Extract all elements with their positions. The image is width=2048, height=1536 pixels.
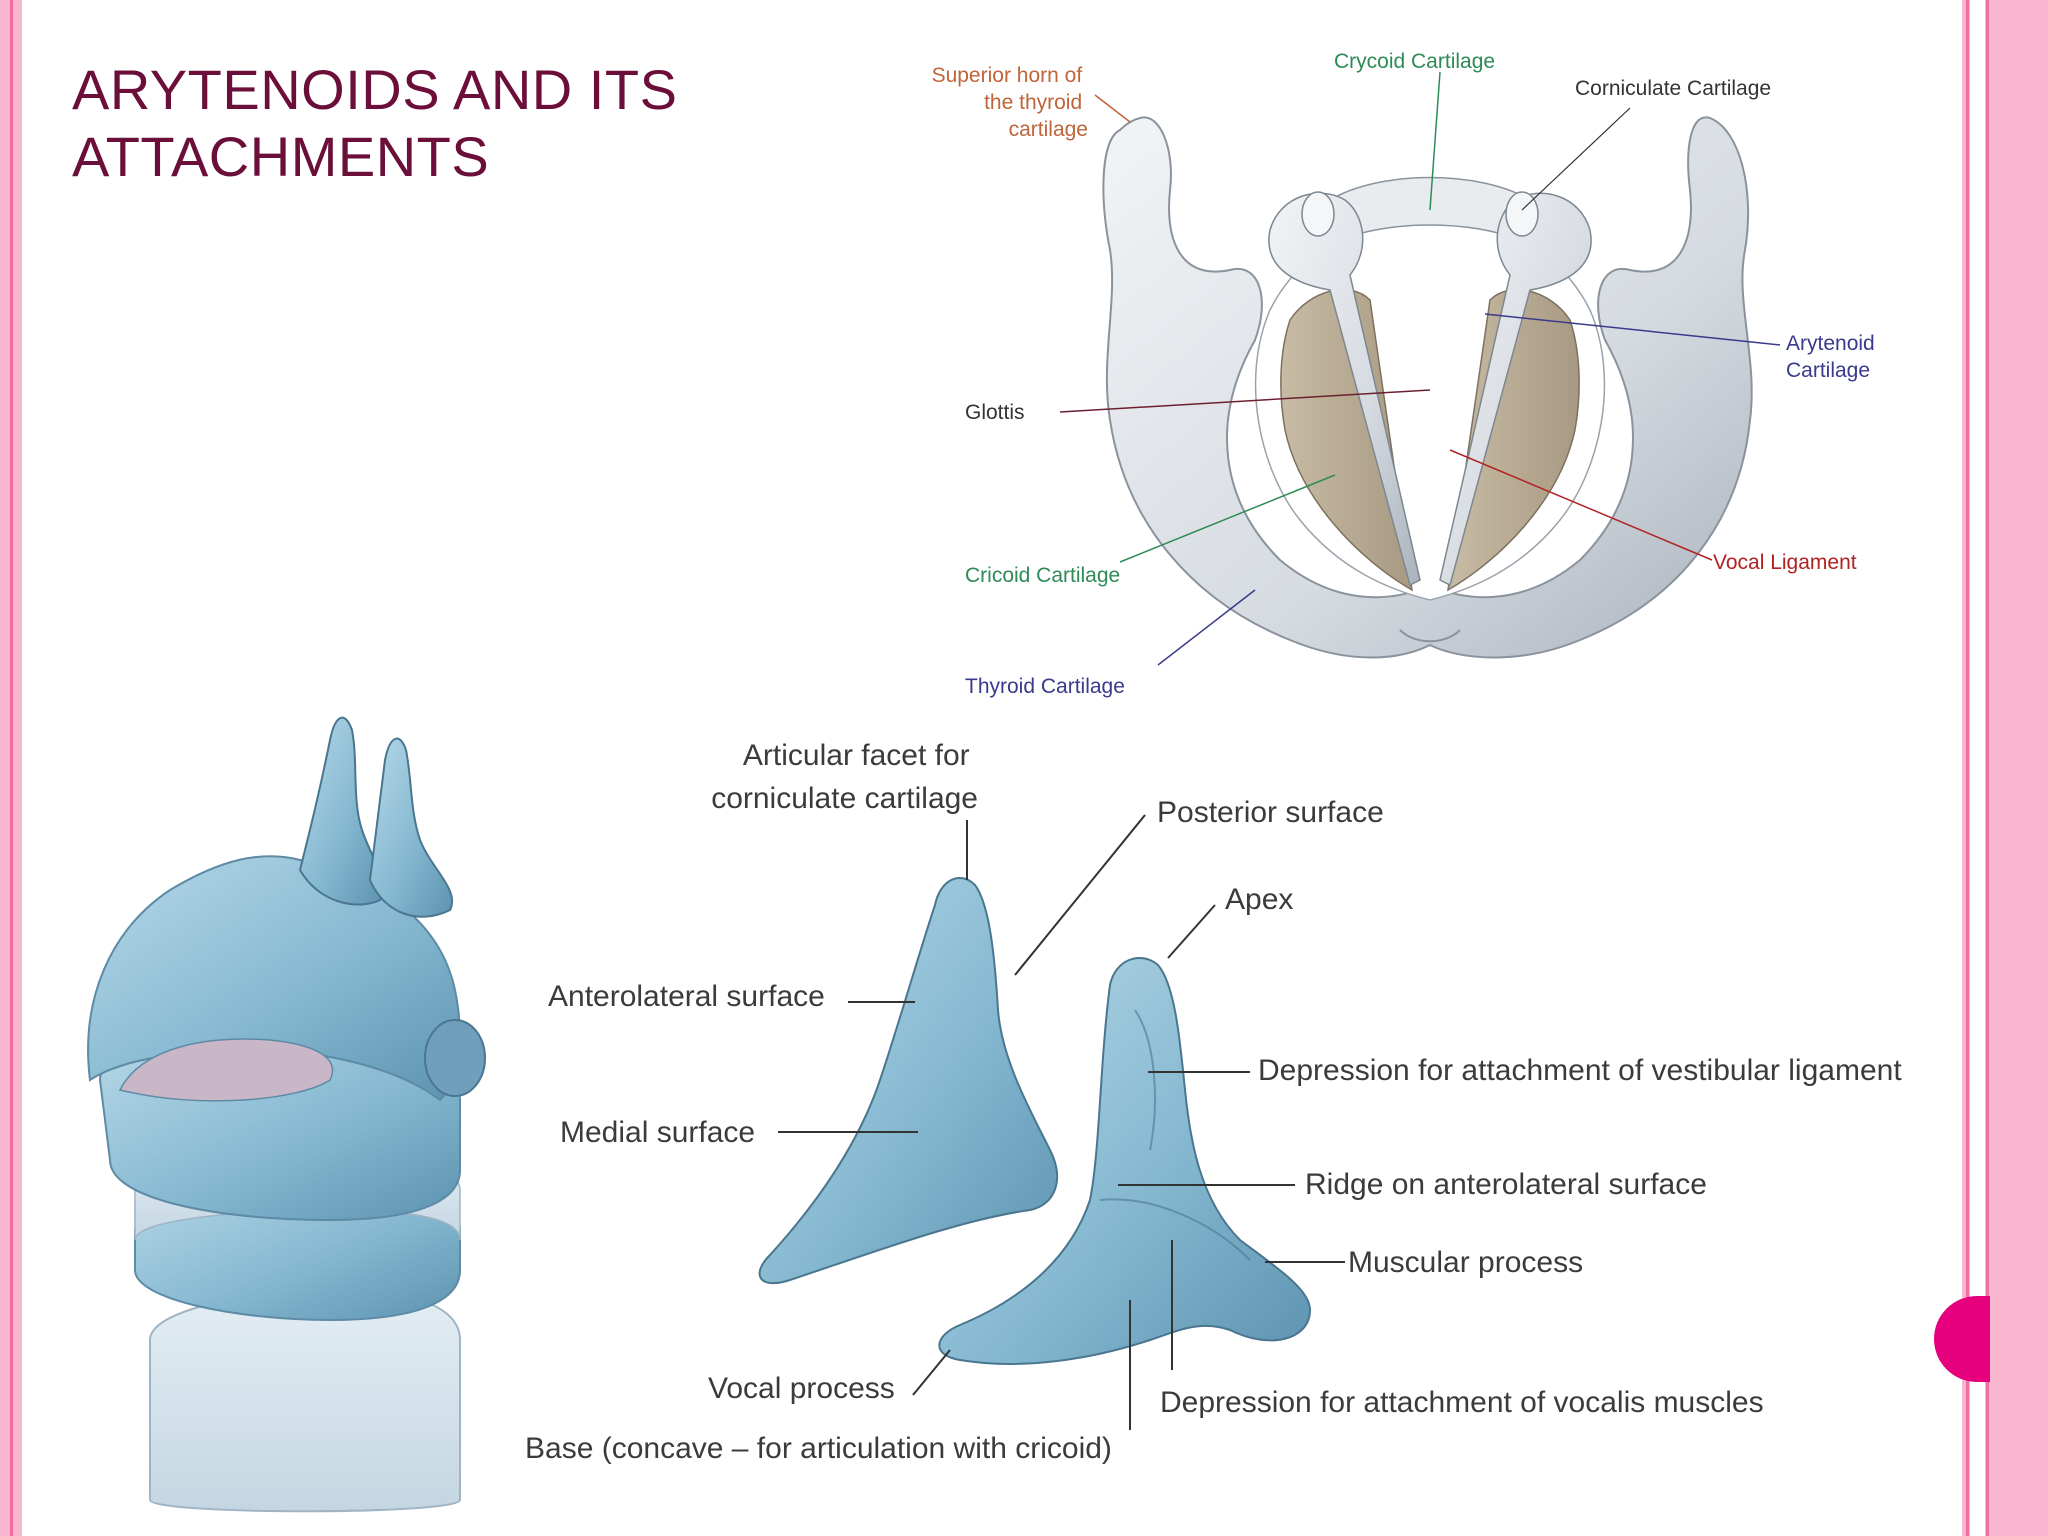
label-superior-horn-1: Superior horn of xyxy=(932,64,1083,87)
label-ridge: Ridge on anterolateral surface xyxy=(1305,1168,1707,1201)
svg-text:Articular facet for corn: Articular facet for corniculate cartilag… xyxy=(711,739,978,815)
leader-vocal-process xyxy=(912,1349,951,1396)
leader-arytenoid xyxy=(1484,313,1781,346)
frame-right-gap xyxy=(1970,0,1985,1536)
label-anterolateral-surface: Anterolateral surface xyxy=(548,980,825,1013)
arytenoid-3d-left xyxy=(298,716,384,906)
leader-apex xyxy=(1167,904,1216,959)
leader-glottis xyxy=(1059,389,1431,413)
label-superior-horn-3: cartilage xyxy=(1009,118,1088,141)
svg-text:Superior horn of the thy: Superior horn of the thyroid cartilage xyxy=(932,64,1088,141)
leader-crycoid xyxy=(1429,71,1441,211)
leader-superior-horn xyxy=(1094,94,1131,123)
label-posterior-surface: Posterior surface xyxy=(1157,796,1384,829)
cricoid-lumen xyxy=(118,1038,334,1102)
leader-posterior-surface xyxy=(1014,814,1146,976)
label-cricoid-cartilage: Cricoid Cartilage xyxy=(965,564,1120,587)
label-medial-surface: Medial surface xyxy=(560,1116,755,1149)
svg-text:Arytenoid Cartilage: Arytenoid Cartilage xyxy=(1786,332,1881,382)
thyroid-notch xyxy=(1399,629,1461,643)
leader-vocal-ligament xyxy=(1449,449,1713,561)
arytenoid-right-shape xyxy=(1439,192,1592,587)
label-arytenoid-1: Arytenoid xyxy=(1786,332,1875,355)
label-articular-facet-1: Articular facet for xyxy=(743,739,970,772)
arytenoid-views-illustration: Articular facet for corniculate cartilag… xyxy=(525,739,1902,1465)
cricoid-arytenoid-illustration xyxy=(87,716,486,1513)
trachea-ring-lower xyxy=(149,1288,461,1513)
label-arytenoid-2: Cartilage xyxy=(1786,359,1870,382)
thyroid-cartilage-shape xyxy=(1102,116,1753,659)
label-glottis: Glottis xyxy=(965,401,1025,424)
arytenoid-anterolateral-view xyxy=(938,956,1312,1365)
frame-right-line-outer xyxy=(1986,0,1989,1536)
leader-corniculate xyxy=(1521,107,1631,211)
slide-title-line1: ARYTENOIDS AND ITS xyxy=(72,58,678,121)
leader-thyroid xyxy=(1157,589,1256,666)
label-depression-vestibular: Depression for attachment of vestibular … xyxy=(1258,1054,1902,1087)
label-articular-facet-2: corniculate cartilage xyxy=(711,782,978,815)
label-base: Base (concave – for articulation with cr… xyxy=(525,1432,1112,1465)
slide-title: ARYTENOIDS AND ITS ATTACHMENTS xyxy=(72,56,792,190)
cricothyroid-facet xyxy=(424,1019,486,1097)
label-vocal-process: Vocal process xyxy=(708,1372,895,1405)
frame-right-line xyxy=(1966,0,1969,1536)
frame-left-line xyxy=(10,0,13,1536)
label-muscular-process: Muscular process xyxy=(1348,1246,1583,1279)
corniculate-left xyxy=(1301,191,1335,237)
leader-cricoid xyxy=(1119,474,1336,563)
larynx-illustration: Superior horn of the thyroid cartilage C… xyxy=(932,50,1881,698)
slide-title-line2: ATTACHMENTS xyxy=(72,125,490,188)
arytenoid-3d-right xyxy=(368,737,453,918)
label-corniculate-cartilage: Corniculate Cartilage xyxy=(1575,77,1771,100)
arytenoid-left-shape xyxy=(1268,192,1421,587)
arytenoid-medial-view xyxy=(758,876,1059,1285)
label-thyroid-cartilage: Thyroid Cartilage xyxy=(965,675,1125,698)
label-vocal-ligament: Vocal Ligament xyxy=(1713,551,1857,574)
label-superior-horn-2: the thyroid xyxy=(984,91,1082,114)
label-depression-vocalis: Depression for attachment of vocalis mus… xyxy=(1160,1386,1764,1419)
label-apex: Apex xyxy=(1225,883,1293,916)
label-crycoid-cartilage: Crycoid Cartilage xyxy=(1334,50,1495,73)
anterolateral-ridge xyxy=(1099,1198,1251,1261)
